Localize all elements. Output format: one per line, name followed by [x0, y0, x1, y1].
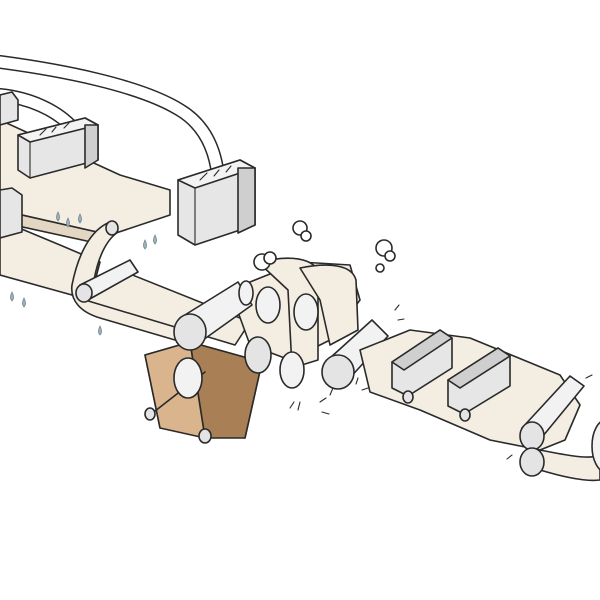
roller-icon: [519, 447, 545, 477]
roller-icon: [255, 286, 319, 389]
collection-hopper-icon: [144, 341, 263, 444]
roller-icon: [321, 319, 389, 390]
press-box-icon: [177, 159, 256, 246]
trough-icon: [447, 347, 511, 422]
roller-icon: [173, 280, 254, 351]
steam-puff-icon: [253, 220, 396, 273]
press-box-icon: [0, 91, 19, 126]
roller-icon: [519, 375, 585, 451]
trough-icon: [391, 329, 453, 404]
roller-icon: [173, 336, 272, 399]
press-box-icon: [0, 187, 23, 239]
press-box-icon: [17, 117, 99, 179]
reel-icon: [591, 421, 600, 471]
roller-icon: [105, 220, 119, 236]
water-drop-icon: [10, 211, 157, 336]
roller-icon: [75, 259, 139, 303]
